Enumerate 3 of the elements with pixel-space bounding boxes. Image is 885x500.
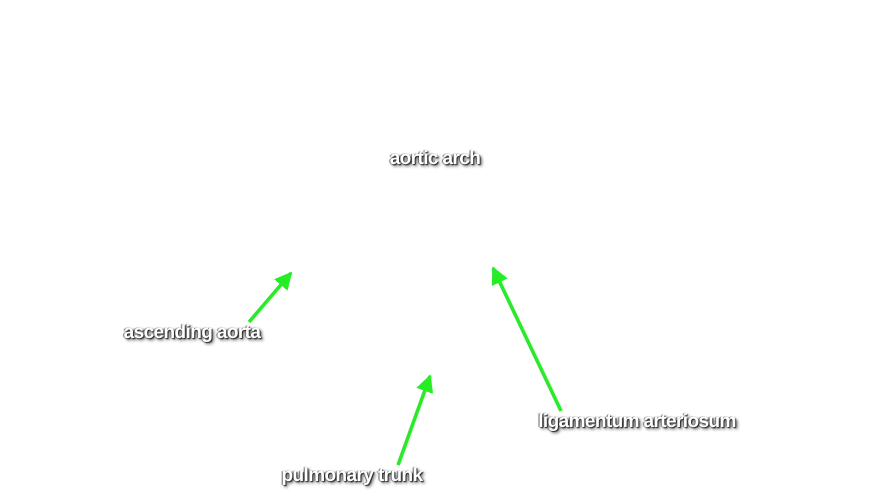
leader-arrow <box>491 266 563 412</box>
leader-arrow <box>248 272 292 324</box>
leader-arrow <box>396 374 433 466</box>
